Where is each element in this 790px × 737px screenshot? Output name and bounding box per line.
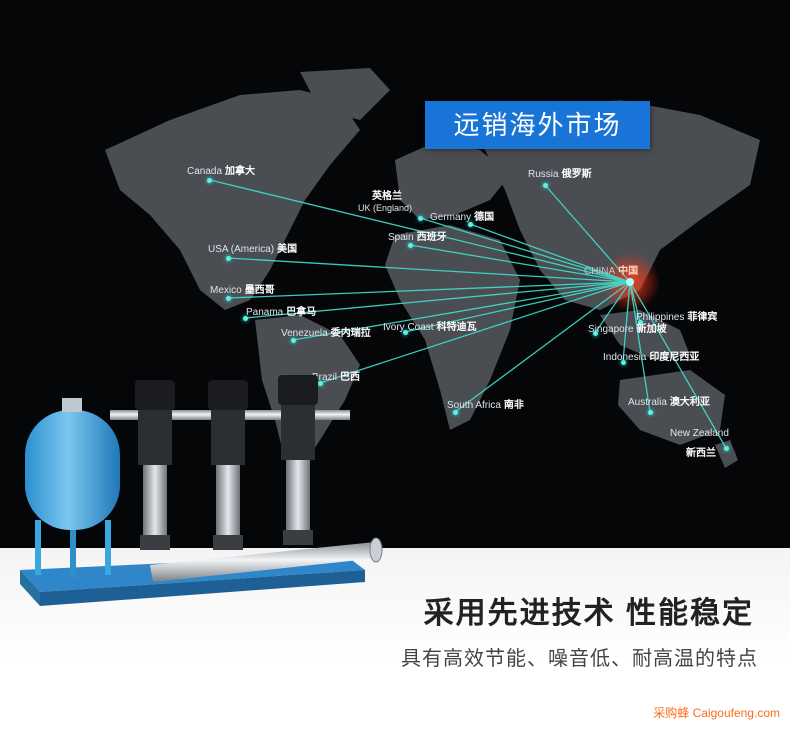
dot-australia — [648, 410, 653, 415]
route-russia — [544, 184, 631, 283]
hub-label-cn: 中国 — [618, 266, 639, 277]
pump-2 — [208, 380, 248, 550]
route-canada — [209, 179, 631, 283]
dot-mexico — [226, 296, 231, 301]
dot-uk — [418, 216, 423, 221]
route-new-zealand — [629, 281, 727, 449]
route-uk — [419, 217, 631, 283]
australia — [618, 370, 725, 445]
route-indonesia — [622, 281, 631, 363]
route-germany — [469, 223, 631, 283]
pump-set-illustration — [20, 375, 383, 606]
new-zealand — [715, 440, 738, 468]
label-uk-en: UK (England) — [358, 203, 413, 213]
route-venezuela — [292, 281, 631, 341]
route-singapore — [594, 281, 631, 334]
route-lines — [209, 179, 727, 449]
dot-germany — [468, 222, 473, 227]
dot-brazil — [318, 381, 323, 386]
dot-usa — [226, 256, 231, 261]
route-ivory-coast — [404, 281, 631, 333]
manifold-pipe — [150, 537, 383, 582]
dot-panama — [243, 316, 248, 321]
feature-headline: 采用先进技术 性能稳定 — [423, 597, 754, 630]
export-banner: 远销海外市场 — [425, 101, 650, 149]
greenland — [300, 68, 390, 120]
north-america — [105, 90, 360, 310]
label-new-zealand-en: New Zealand — [670, 428, 729, 439]
route-australia — [629, 281, 651, 413]
europe — [395, 140, 510, 220]
route-usa — [227, 257, 631, 283]
china-hub-dot — [626, 278, 634, 286]
dot-indonesia — [621, 360, 626, 365]
world-map — [105, 68, 760, 470]
site-watermark: 采购蜂 Caigoufeng.com — [653, 706, 780, 720]
label-usa: USA (America)美国 — [208, 244, 298, 255]
route-mexico — [227, 281, 631, 299]
pumps — [110, 375, 350, 550]
dot-canada — [207, 178, 212, 183]
pump-1 — [135, 380, 175, 550]
label-uk-cn: 英格兰 — [372, 191, 402, 202]
dot-new-zealand — [724, 446, 729, 451]
route-spain — [409, 244, 631, 283]
hub-label-en: CHINA — [584, 266, 616, 277]
dot-venezuela — [291, 338, 296, 343]
dot-spain — [408, 243, 413, 248]
route-panama — [244, 281, 631, 319]
dot-singapore — [593, 331, 598, 336]
africa — [385, 225, 520, 430]
pressure-tank — [25, 398, 120, 578]
feature-subline: 具有高效节能、噪音低、耐高温的特点 — [401, 648, 758, 670]
dot-ivory-coast — [403, 330, 408, 335]
dot-philippines — [638, 320, 643, 325]
route-brazil — [319, 281, 631, 384]
label-new-zealand-cn: 新西兰 — [686, 448, 716, 459]
pump-3 — [278, 375, 318, 545]
dot-south-africa — [453, 410, 458, 415]
dot-russia — [543, 183, 548, 188]
route-south-africa — [454, 281, 631, 413]
